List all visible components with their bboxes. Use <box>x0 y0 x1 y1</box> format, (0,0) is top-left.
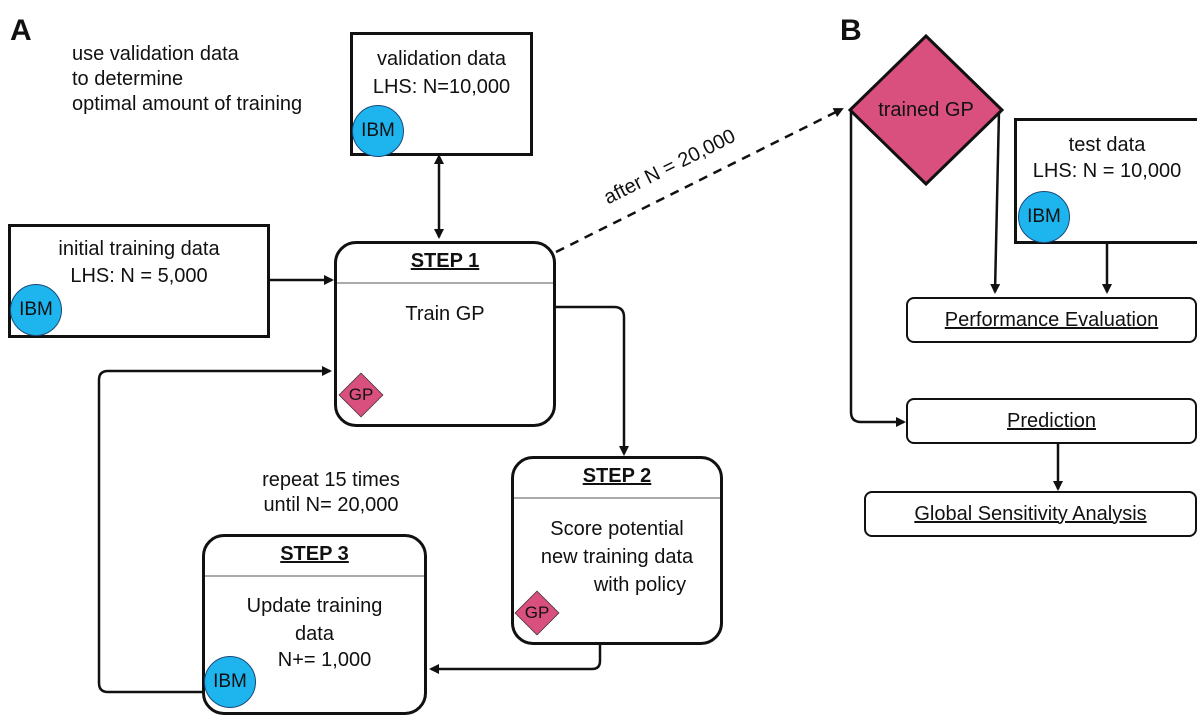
test-data-box: test data LHS: N = 10,000 IBM <box>1014 118 1197 244</box>
step2-box: STEP 2 Score potential new training data… <box>511 456 723 645</box>
ibm-badge: IBM <box>352 105 404 157</box>
trained-gp-performance-arrow <box>990 110 1001 294</box>
gp-badge-label: GP <box>348 385 374 404</box>
step1-box: STEP 1 Train GP GP <box>334 241 556 427</box>
step1-trained-gp-dashed-arrow <box>555 107 844 254</box>
validation-note-line: use validation data <box>72 43 239 65</box>
step1-divider <box>337 282 553 284</box>
validation-note-line: to determine <box>72 68 184 90</box>
initial-training-title: initial training data <box>58 238 220 260</box>
gp-badge: GP <box>514 590 560 636</box>
step3-body-line: N+= 1,000 <box>277 649 372 671</box>
step3-body-line: data <box>295 623 334 645</box>
trained-gp-label: trained GP <box>878 99 974 121</box>
step3-box: STEP 3 Update training data N+= 1,000 IB… <box>202 534 427 715</box>
step3-body-line: Update training <box>246 595 383 617</box>
validation-data-size: LHS: N=10,000 <box>372 76 511 98</box>
gp-badge: GP <box>338 372 384 418</box>
validation-data-title: validation data <box>377 48 506 70</box>
prediction-box: Prediction <box>906 398 1197 444</box>
performance-evaluation-label: Performance Evaluation <box>944 308 1159 331</box>
step1-title: STEP 1 <box>410 250 480 272</box>
repeat-note-line: until N= 20,000 <box>263 494 399 516</box>
validation-note: use validation data to determine optimal… <box>72 42 302 117</box>
initial-training-size: LHS: N = 5,000 <box>70 265 208 287</box>
step2-body-line: new training data <box>540 546 694 568</box>
validation-note-line: optimal amount of training <box>72 93 303 115</box>
panel-label-a: A <box>10 14 32 47</box>
global-sensitivity-analysis-box: Global Sensitivity Analysis <box>864 491 1197 537</box>
ibm-badge: IBM <box>1018 191 1070 243</box>
test-data-size: LHS: N = 10,000 <box>1032 160 1182 182</box>
step1-step2-arrow <box>556 305 629 456</box>
step2-divider <box>514 497 720 499</box>
step2-body-line: Score potential <box>550 518 684 540</box>
prediction-label: Prediction <box>1007 409 1096 432</box>
trained-gp-diamond <box>847 33 1005 187</box>
step3-divider <box>205 575 424 577</box>
validation-data-box: validation data LHS: N=10,000 IBM <box>350 32 533 157</box>
trained-gp-prediction-arrow <box>849 111 906 427</box>
gp-badge-label: GP <box>524 603 550 622</box>
step3-step1-loop-arrow <box>97 366 332 694</box>
panel-label-b: B <box>840 14 862 47</box>
performance-evaluation-box: Performance Evaluation <box>906 297 1197 343</box>
repeat-note: repeat 15 times until N= 20,000 <box>243 468 419 518</box>
step2-title: STEP 2 <box>582 465 652 487</box>
global-sensitivity-analysis-label: Global Sensitivity Analysis <box>914 502 1147 525</box>
step2-body-line: with policy <box>593 574 687 596</box>
step3-title: STEP 3 <box>280 543 349 565</box>
initial-training-data-box: initial training data LHS: N = 5,000 IBM <box>8 224 270 338</box>
ibm-badge: IBM <box>10 284 62 336</box>
step1-body: Train GP <box>405 303 485 325</box>
test-data-title: test data <box>1068 134 1146 156</box>
step2-step3-arrow <box>429 645 602 674</box>
ibm-badge: IBM <box>204 656 256 708</box>
repeat-note-line: repeat 15 times <box>262 469 400 491</box>
